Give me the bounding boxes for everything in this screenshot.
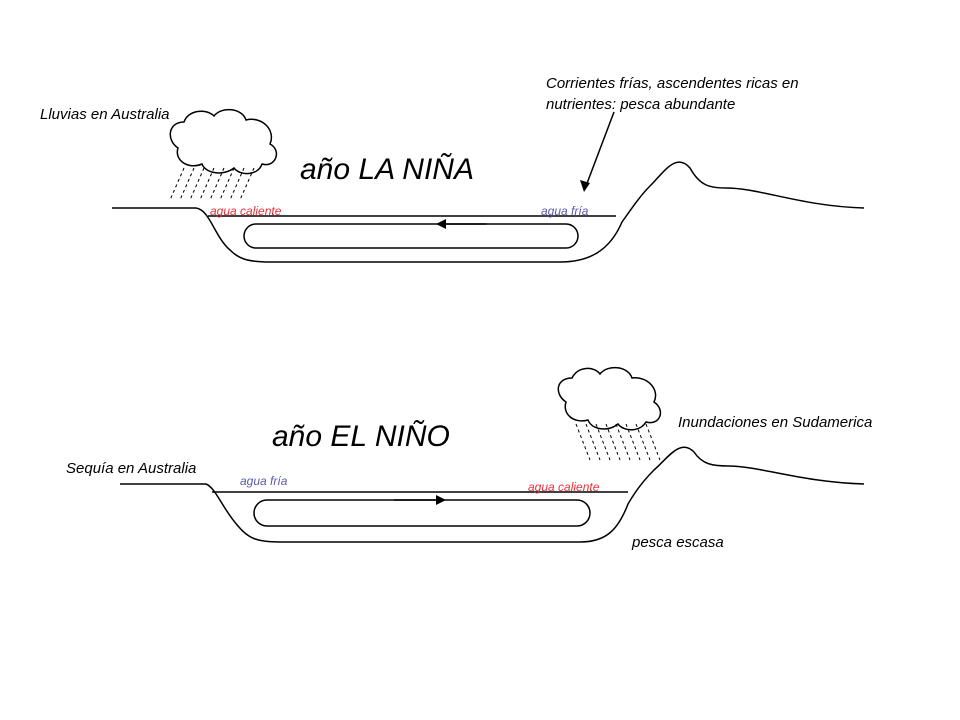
- cold-water-label: agua fría: [240, 474, 288, 488]
- cold-water-label: agua fría: [541, 204, 589, 218]
- south-america-flood-label: Inundaciones en Sudamerica: [678, 414, 872, 431]
- australia-drought-label: Sequía en Australia: [66, 460, 196, 477]
- currents-note-line2: nutrientes: pesca abundante: [546, 96, 735, 113]
- warm-water-label: agua caliente: [528, 480, 600, 494]
- eastward-current-arrow: [394, 495, 446, 505]
- ocean-basin-outline: [120, 446, 865, 543]
- rain-cloud-icon: [557, 366, 662, 461]
- warm-water-label: agua caliente: [210, 204, 282, 218]
- la-nina-title: año LA NIÑA: [300, 152, 474, 186]
- australia-rain-label: Lluvias en Australia: [40, 106, 170, 123]
- el-nino-title: año EL NIÑO: [272, 419, 450, 453]
- rain-drops: [575, 423, 661, 461]
- la-nina-panel: año LA NIÑA Lluvias en Australia Corrien…: [40, 75, 865, 263]
- upwelling-pointer-arrow: [580, 111, 615, 192]
- westward-current-arrow: [436, 219, 486, 229]
- scarce-fishing-label: pesca escasa: [631, 534, 724, 551]
- currents-note-line1: Corrientes frías, ascendentes ricas en: [546, 75, 799, 92]
- circulation-cell: [243, 223, 579, 249]
- circulation-cell: [253, 499, 591, 527]
- el-nino-panel: año EL NIÑO Sequía en Australia Inundaci…: [66, 366, 872, 551]
- rain-cloud-icon: [169, 108, 278, 201]
- ocean-basin-outline: [112, 161, 865, 263]
